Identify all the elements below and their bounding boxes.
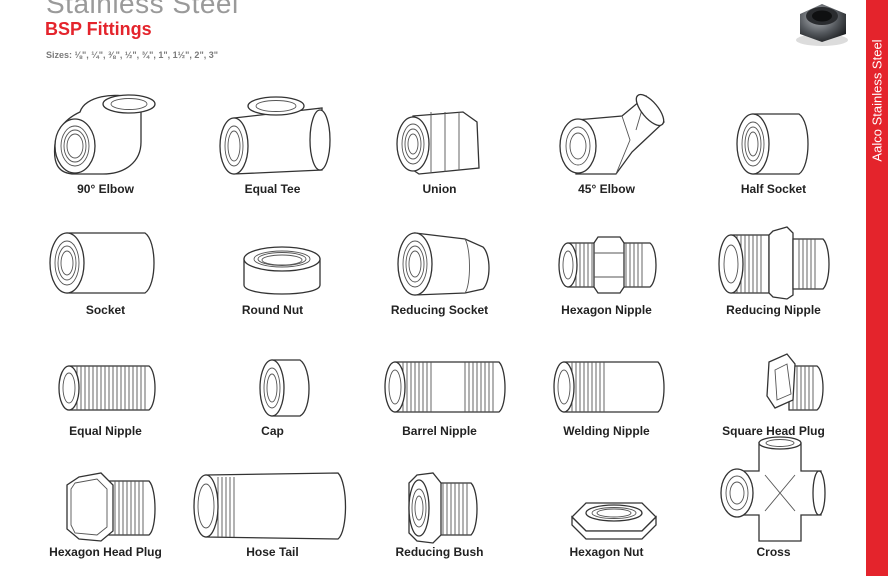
- fitting-item: 90° Elbow: [22, 78, 189, 199]
- fitting-photo-icon: [796, 4, 848, 46]
- hexagon-nipple-icon: [558, 236, 657, 294]
- welding-nipple-icon: [553, 361, 665, 413]
- equal-tee-icon: [219, 96, 331, 175]
- fitting-label: Socket: [85, 303, 126, 317]
- fitting-item: Hexagon Nut: [523, 441, 690, 562]
- reducing-nipple-icon: [718, 226, 830, 300]
- fitting-label: Equal Nipple: [69, 424, 142, 438]
- hexagon-head-plug-icon: [66, 472, 156, 542]
- fitting-label: Reducing Socket: [390, 303, 489, 317]
- fitting-item: Barrel Nipple: [356, 320, 523, 441]
- fitting-item: Equal Tee: [189, 78, 356, 199]
- round-nut-icon: [243, 246, 321, 295]
- union-icon: [396, 111, 480, 175]
- fitting-item: Cross: [690, 436, 857, 562]
- side-band: Aalco Stainless Steel: [866, 0, 888, 576]
- page-title: Stainless Steel: [46, 0, 239, 19]
- fitting-item: Hexagon Nipple: [523, 199, 690, 320]
- fitting-label: 45° Elbow: [578, 182, 635, 196]
- fitting-label: Barrel Nipple: [402, 424, 477, 438]
- cross-icon: [720, 436, 826, 542]
- fitting-label: Reducing Nipple: [726, 303, 821, 317]
- reducing-socket-icon: [397, 232, 490, 296]
- fitting-label: Equal Tee: [244, 182, 301, 196]
- fitting-label: Hexagon Nipple: [561, 303, 652, 317]
- fitting-item: Round Nut: [189, 199, 356, 320]
- fitting-label: Union: [422, 182, 457, 196]
- fitting-label: 90° Elbow: [77, 182, 134, 196]
- sizes-text: Sizes: ⅛", ¼", ⅜", ½", ¾", 1", 1½", 2", …: [46, 50, 218, 60]
- fitting-item: Square Head Plug: [690, 320, 857, 441]
- fitting-label: Round Nut: [241, 303, 304, 317]
- fitting-item: 45° Elbow: [523, 78, 690, 199]
- reducing-bush-icon: [408, 472, 478, 544]
- fitting-item: Reducing Socket: [356, 199, 523, 320]
- section-title: BSP Fittings: [45, 19, 152, 39]
- hexagon-nut-icon: [571, 502, 657, 540]
- hose-tail-icon: [193, 472, 347, 540]
- fitting-label: Hexagon Nut: [569, 545, 644, 559]
- fitting-label: Welding Nipple: [563, 424, 650, 438]
- fitting-item: Equal Nipple: [22, 320, 189, 441]
- fitting-label: Reducing Bush: [395, 545, 484, 559]
- half-socket-icon: [736, 113, 809, 175]
- barrel-nipple-icon: [384, 361, 506, 413]
- fitting-item: Half Socket: [690, 78, 857, 199]
- elbow-45-icon: [559, 93, 665, 175]
- fitting-item: Hose Tail: [189, 441, 356, 562]
- fitting-label: Hose Tail: [246, 545, 299, 559]
- cap-icon: [259, 359, 310, 417]
- fitting-label: Half Socket: [740, 182, 807, 196]
- fitting-label: Cross: [756, 545, 791, 559]
- fitting-item: Socket: [22, 199, 189, 320]
- socket-icon: [49, 232, 155, 294]
- equal-nipple-icon: [58, 365, 156, 411]
- fitting-item: Union: [356, 78, 523, 199]
- fitting-item: Welding Nipple: [523, 320, 690, 441]
- fitting-label: Hexagon Head Plug: [49, 545, 162, 559]
- elbow-90-icon: [53, 94, 156, 175]
- fitting-item: Cap: [189, 320, 356, 441]
- side-band-label: Aalco Stainless Steel: [869, 38, 885, 162]
- fitting-item: Hexagon Head Plug: [22, 441, 189, 562]
- square-head-plug-icon: [766, 353, 824, 411]
- fitting-label: Square Head Plug: [722, 424, 825, 438]
- fitting-item: Reducing Nipple: [690, 199, 857, 320]
- fitting-item: Reducing Bush: [356, 441, 523, 562]
- fittings-grid: 90° Elbow Equal Tee Union: [22, 78, 856, 574]
- fitting-label: Cap: [261, 424, 284, 438]
